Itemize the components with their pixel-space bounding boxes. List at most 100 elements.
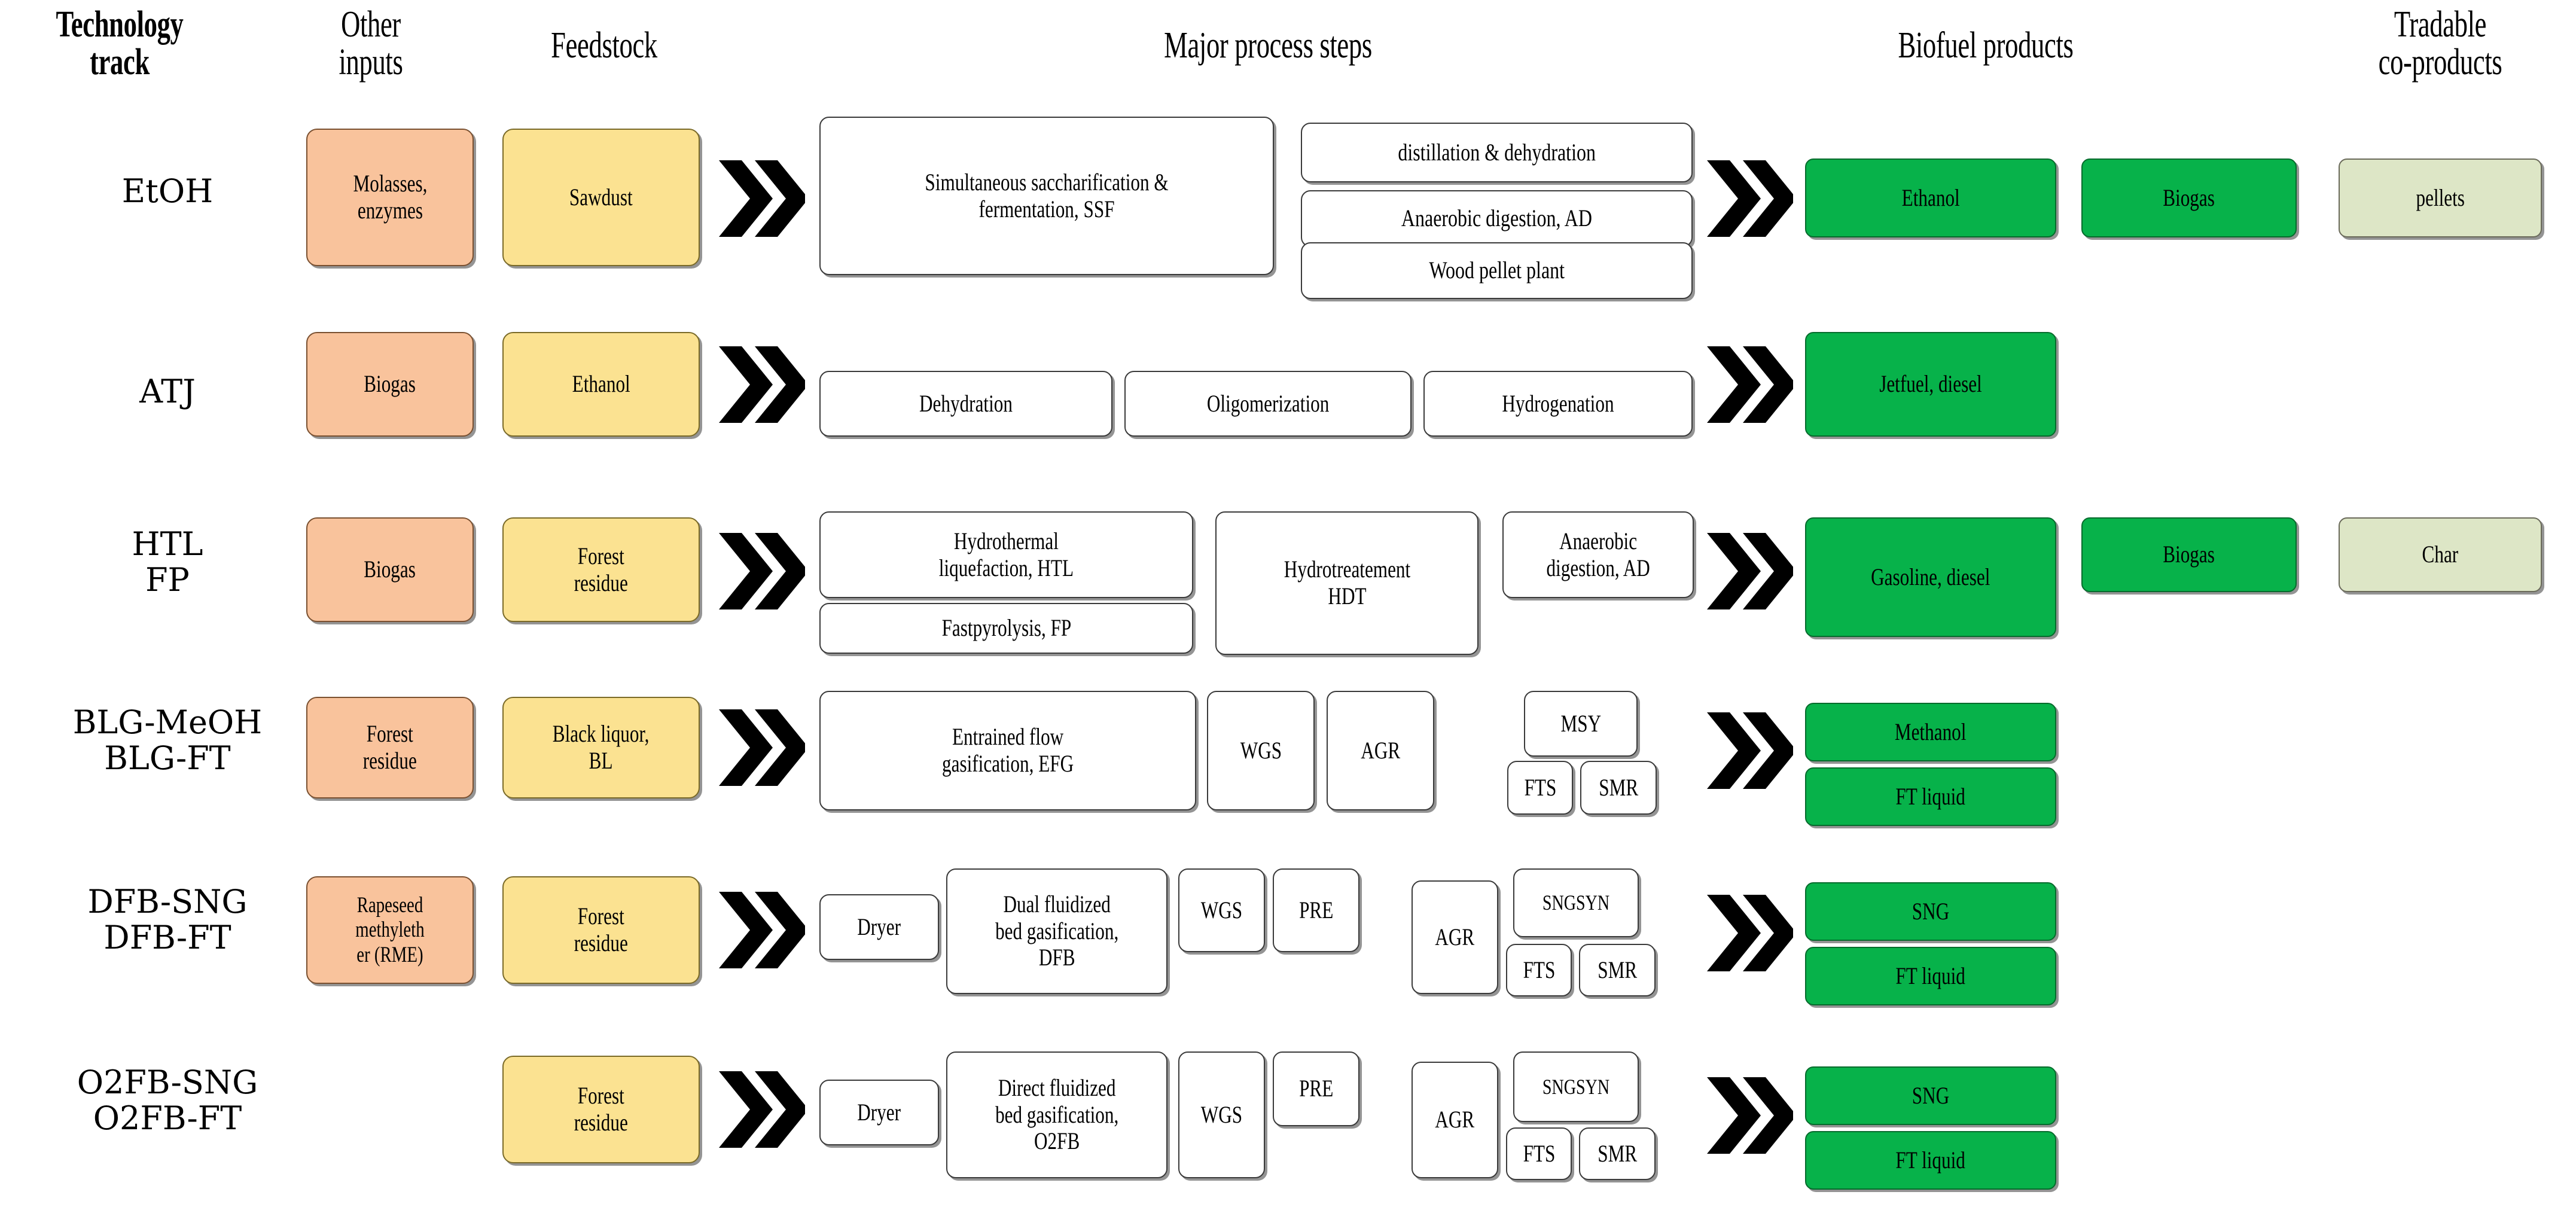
process-box-o2fb-sngsyn[interactable]: SNGSYN: [1513, 1051, 1639, 1122]
box-label: Dehydration: [919, 389, 1013, 417]
column-header-other-inputs: Other inputs: [289, 4, 453, 83]
box-label: Dryer: [857, 1098, 901, 1126]
column-header-biofuel-products: Biofuel products: [1757, 25, 2214, 66]
product-box-etoh-ethanol[interactable]: Ethanol: [1805, 159, 2056, 237]
box-label: SNG: [1912, 897, 1950, 925]
header-line: Biofuel products: [1898, 25, 2074, 66]
coproduct-box-etoh-pellets[interactable]: pellets: [2339, 159, 2542, 237]
process-box-o2fb-agr[interactable]: AGR: [1412, 1062, 1498, 1178]
process-box-dfb-smr[interactable]: SMR: [1579, 944, 1656, 996]
product-box-o2fb-ft-liquid[interactable]: FT liquid: [1805, 1131, 2056, 1190]
track-line: HTL: [132, 525, 203, 563]
double-chevron-right-icon: [1703, 529, 1793, 613]
feedstock-box-dfb-forest-residue[interactable]: Forest residue: [502, 876, 700, 984]
process-box-htl-fastpyrolysis[interactable]: Fastpyrolysis, FP: [819, 603, 1193, 654]
process-box-atj-hydrogenation[interactable]: Hydrogenation: [1423, 371, 1693, 437]
process-box-o2fb-fts[interactable]: FTS: [1506, 1127, 1572, 1180]
coproduct-box-htl-char[interactable]: Char: [2339, 517, 2542, 592]
input-box-atj-biogas[interactable]: Biogas: [306, 332, 474, 437]
feedstock-box-blg-black-liquor[interactable]: Black liquor, BL: [502, 697, 700, 798]
header-line: Other: [341, 4, 401, 45]
product-box-dfb-sng[interactable]: SNG: [1805, 882, 2056, 941]
feedstock-box-htl-forest-residue[interactable]: Forest residue: [502, 517, 700, 622]
product-box-blg-methanol[interactable]: Methanol: [1805, 703, 2056, 761]
process-box-dfb-dryer[interactable]: Dryer: [819, 894, 939, 960]
box-label: SNGSYN: [1542, 891, 1610, 915]
process-box-o2fb-dryer[interactable]: Dryer: [819, 1080, 939, 1145]
process-box-o2fb-pre[interactable]: PRE: [1273, 1051, 1359, 1126]
process-box-blg-smr[interactable]: SMR: [1580, 761, 1657, 815]
process-box-dfb-wgs[interactable]: WGS: [1178, 868, 1265, 952]
box-label: Simultaneous saccharification & fermenta…: [925, 168, 1169, 222]
feedstock-box-o2fb-forest-residue[interactable]: Forest residue: [502, 1056, 700, 1163]
track-label-blg: BLG-MeOH BLG-FT: [48, 704, 287, 777]
box-label: Fastpyrolysis, FP: [941, 614, 1071, 642]
track-line: FP: [145, 561, 190, 599]
box-label: distillation & dehydration: [1398, 138, 1596, 166]
process-box-o2fb-smr[interactable]: SMR: [1579, 1127, 1656, 1180]
process-box-o2fb-gasification[interactable]: Direct fluidized bed gasification, O2FB: [946, 1051, 1167, 1178]
input-box-etoh-1[interactable]: Molasses, enzymes: [306, 129, 474, 266]
double-chevron-right-icon: [715, 888, 805, 972]
track-line: ATJ: [139, 373, 196, 410]
column-header-tradable-co-products: Tradable co-products: [2276, 5, 2576, 81]
product-box-etoh-biogas[interactable]: Biogas: [2081, 159, 2297, 237]
process-box-etoh-ssf[interactable]: Simultaneous saccharification & fermenta…: [819, 117, 1274, 275]
box-label: Forest residue: [574, 542, 629, 596]
process-box-atj-dehydration[interactable]: Dehydration: [819, 371, 1112, 437]
input-box-htl-biogas[interactable]: Biogas: [306, 517, 474, 622]
process-box-blg-agr[interactable]: AGR: [1327, 691, 1434, 810]
box-label: Dual fluidized bed gasification, DFB: [995, 890, 1119, 971]
process-box-dfb-agr[interactable]: AGR: [1412, 880, 1498, 994]
box-label: Rapeseed methyleth er (RME): [355, 892, 425, 967]
process-box-dfb-pre[interactable]: PRE: [1273, 868, 1359, 952]
process-box-blg-msy[interactable]: MSY: [1524, 691, 1638, 757]
feedstock-box-etoh[interactable]: Sawdust: [502, 129, 700, 266]
product-box-htl-gasoline[interactable]: Gasoline, diesel: [1805, 517, 2056, 637]
box-label: PRE: [1298, 896, 1334, 923]
double-chevron-right-icon: [1703, 709, 1793, 793]
box-label: FTS: [1524, 773, 1556, 801]
process-box-blg-fts[interactable]: FTS: [1507, 761, 1573, 815]
process-box-blg-efg[interactable]: Entrained flow gasification, EFG: [819, 691, 1196, 810]
header-line: Feedstock: [551, 25, 657, 66]
double-chevron-right-icon: [1703, 1074, 1793, 1157]
process-box-etoh-ad[interactable]: Anaerobic digestion, AD: [1301, 190, 1693, 247]
box-label: Oligomerization: [1206, 389, 1330, 417]
product-box-htl-biogas[interactable]: Biogas: [2081, 517, 2297, 592]
box-label: Sawdust: [569, 183, 633, 211]
column-header-major-process-steps: Major process steps: [898, 26, 1638, 65]
process-box-etoh-pellet-plant[interactable]: Wood pellet plant: [1301, 242, 1693, 299]
process-box-dfb-fts[interactable]: FTS: [1506, 944, 1572, 996]
process-box-htl-ad[interactable]: Anaerobic digestion, AD: [1502, 511, 1694, 598]
box-label: AGR: [1361, 736, 1400, 764]
process-box-htl-liquefaction[interactable]: Hydrothermal liquefaction, HTL: [819, 511, 1193, 598]
product-box-atj-jetfuel[interactable]: Jetfuel, diesel: [1805, 332, 2056, 437]
track-line: DFB-FT: [103, 919, 231, 957]
process-box-etoh-distillation[interactable]: distillation & dehydration: [1301, 123, 1693, 182]
process-box-htl-hdt[interactable]: Hydrotreatement HDT: [1215, 511, 1478, 655]
double-chevron-right-icon: [715, 157, 805, 240]
box-label: MSY: [1560, 709, 1601, 737]
process-box-dfb-sngsyn[interactable]: SNGSYN: [1513, 868, 1639, 937]
product-box-blg-ft-liquid[interactable]: FT liquid: [1805, 767, 2056, 826]
process-box-dfb-gasification[interactable]: Dual fluidized bed gasification, DFB: [946, 868, 1167, 994]
product-box-dfb-ft-liquid[interactable]: FT liquid: [1805, 947, 2056, 1005]
box-label: AGR: [1435, 1106, 1475, 1133]
box-label: Hydrogenation: [1502, 389, 1614, 417]
process-box-atj-oligomerization[interactable]: Oligomerization: [1124, 371, 1412, 437]
box-label: Dryer: [857, 913, 901, 940]
process-box-blg-wgs[interactable]: WGS: [1207, 691, 1315, 810]
header-line: inputs: [339, 42, 403, 83]
input-box-blg-forest-residue[interactable]: Forest residue: [306, 697, 474, 798]
column-header-feedstock: Feedstock: [471, 25, 737, 66]
process-box-o2fb-wgs[interactable]: WGS: [1178, 1051, 1265, 1178]
product-box-o2fb-sng[interactable]: SNG: [1805, 1066, 2056, 1125]
track-line: EtOH: [121, 172, 214, 210]
track-line: O2FB-FT: [93, 1099, 242, 1138]
box-label: Entrained flow gasification, EFG: [941, 723, 1074, 777]
input-box-dfb-rme[interactable]: Rapeseed methyleth er (RME): [306, 876, 474, 984]
track-label-htl-fp: HTL FP: [48, 526, 287, 599]
box-label: Hydrotreatement HDT: [1284, 556, 1410, 609]
feedstock-box-atj-ethanol[interactable]: Ethanol: [502, 332, 700, 437]
